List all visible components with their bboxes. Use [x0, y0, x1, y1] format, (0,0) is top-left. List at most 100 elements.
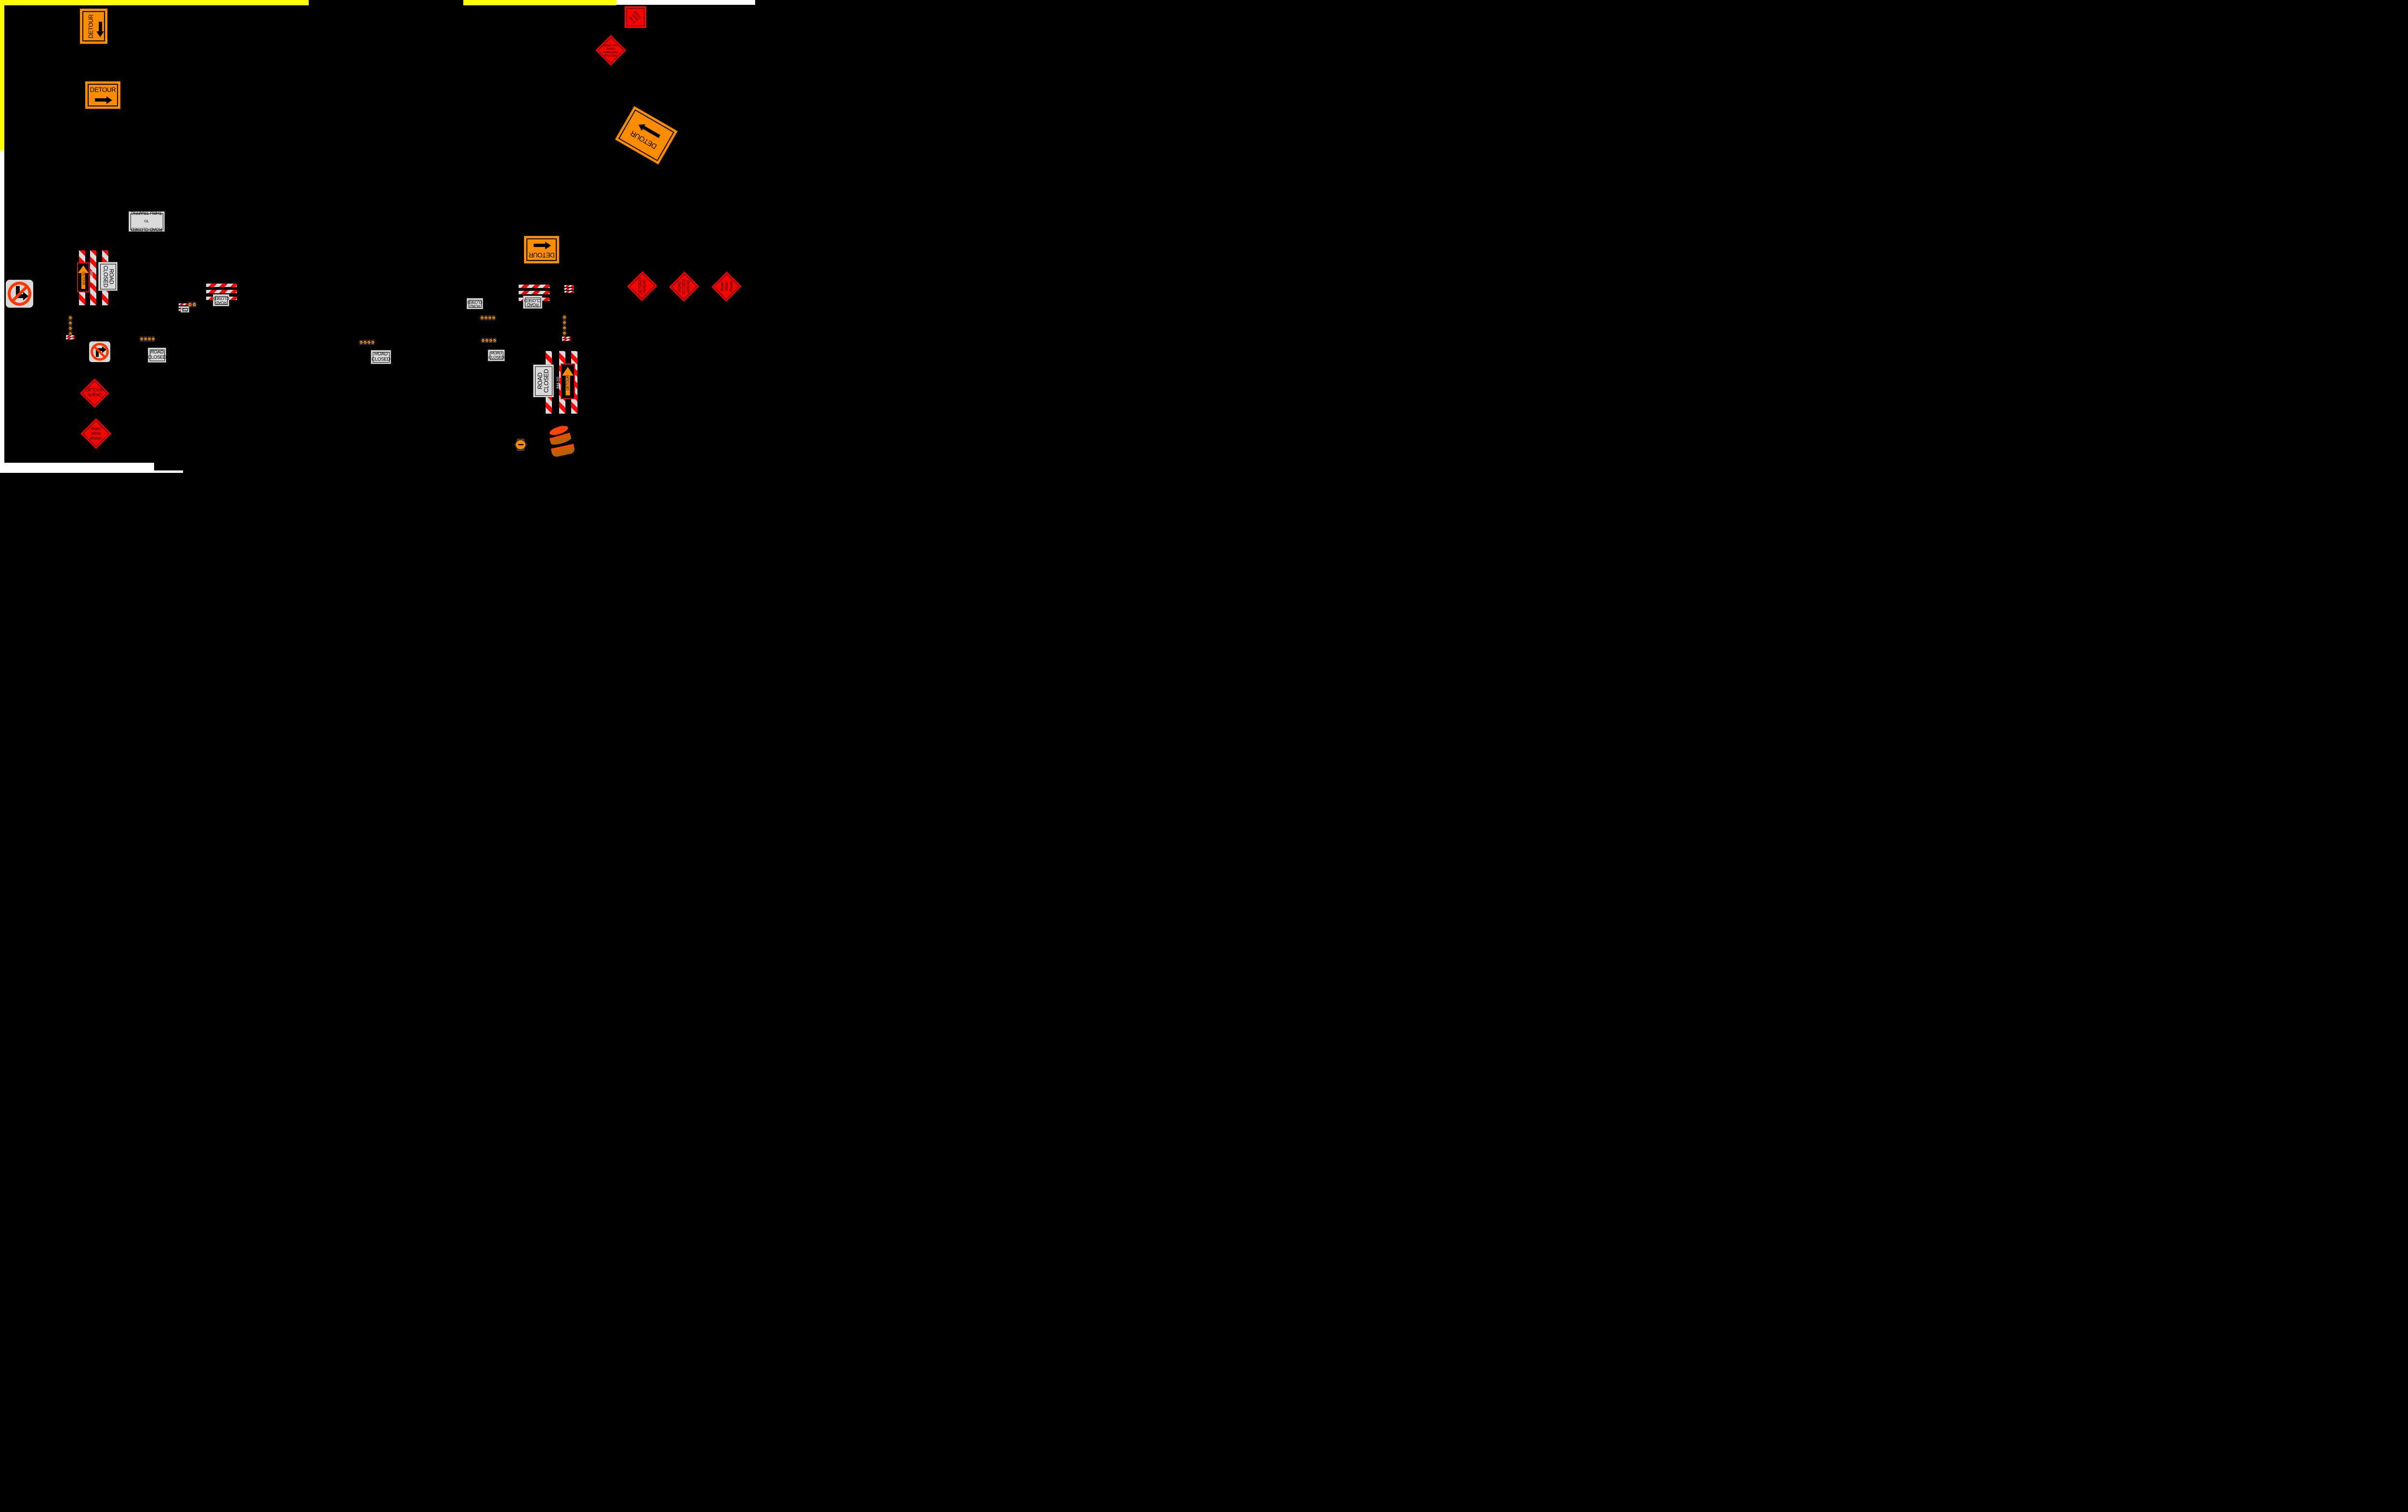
road-closed-line2: CLOSED [213, 296, 229, 301]
road-closed-line2: CLOSED [467, 300, 483, 304]
mlk-line2: West Bound [602, 50, 619, 54]
road-closed-line1: ROAD [150, 350, 164, 355]
warning-light-icon [151, 337, 156, 341]
rwa-line1: Road [91, 426, 101, 431]
no-turn-sign-west [5, 279, 34, 308]
warning-light-icon [491, 315, 496, 320]
prohibition-circle-icon [91, 343, 109, 361]
right-arrow-icon [533, 241, 545, 249]
road-closed-line1: ROAD [108, 269, 114, 284]
open-road-bottom [1, 463, 154, 473]
road-closed-thru-traffic-sign: ROAD CLOSED TO THRU TRAFFIC [129, 210, 165, 232]
detour-arrow-panel: DETOUR [77, 262, 90, 292]
detour-arrow-panel-label: DETOUR [81, 272, 85, 286]
road-closed-ahead-diamond-sign: ROAD CLOSED AHEAD [668, 271, 700, 302]
road-closed-line1: ROAD [182, 310, 188, 313]
open-road-top-right [616, 0, 755, 5]
road-closed-line2: CLOSED [488, 355, 504, 360]
warning-light-icon [492, 338, 497, 343]
warning-light-icon [562, 331, 567, 336]
road-closed-line2: CLOSED [371, 356, 391, 362]
road-closed-line2: CLOSED [102, 265, 108, 287]
detour-arrow-panel: DETOUR [561, 364, 575, 399]
road-closed-line1: ROAD [470, 303, 480, 308]
warning-light-icon [562, 326, 567, 330]
road-closed-line2: CLOSED [147, 354, 167, 360]
mini-barricade-rail [65, 337, 75, 340]
mlk-line4: Use Detour [603, 43, 618, 47]
warning-light-icon [68, 326, 73, 331]
rca-line3: AHEAD [686, 280, 691, 293]
road-closed-sign-large-left: ROAD CLOSED [98, 262, 118, 291]
m4-10-code-label: M4-10 [89, 271, 94, 283]
no-right-turn-sign [89, 341, 111, 363]
road-closed-line1: ROAD [215, 300, 227, 305]
barricade-rail [206, 283, 237, 287]
road-closed-line1: ROAD [526, 302, 539, 307]
rwa-line3: Ahead [90, 435, 102, 440]
rc-thru-line3: THRU TRAFFIC [131, 210, 162, 216]
barricade-rail [206, 289, 237, 294]
road-closed-sign-inverted: ROAD CLOSED [467, 298, 483, 309]
detour-arrow-shaft [565, 374, 570, 395]
mini-barricade-rail [562, 339, 571, 341]
warning-light-icon [562, 315, 567, 320]
detour-arrow-head [78, 265, 89, 273]
mlk-closure-diamond-sign: MLK Way West Bound Closed Use Detour [594, 34, 627, 66]
rwa-line2: Work [91, 430, 101, 436]
detour-route-top-west [0, 0, 309, 5]
road-closed-sign-small: ROAD CLOSED [488, 350, 505, 361]
right-arrow-icon [94, 95, 106, 104]
detour-arrow-shaft [81, 272, 85, 289]
warning-light-icon [562, 320, 567, 325]
down-arrow-icon [96, 21, 105, 31]
rc-thru-line2: TO [144, 219, 149, 222]
road-closed-line1: ROAD [374, 352, 388, 357]
road-closed-line1: ROAD [491, 351, 502, 356]
detour-ahead-line2: AHEAD [87, 392, 102, 398]
open-road-left [0, 151, 4, 473]
detour-ahead-diamond-sign: DETOUR AHEAD [79, 378, 110, 409]
warning-light-icon [370, 340, 375, 345]
detour-ahead-diamond-sign-east: DETOUR AHEAD [627, 270, 658, 302]
road-work-ahead-diamond-sign-east: Road Work Ahead [711, 271, 743, 302]
road-work-ahead-square-sign: Road Work Ahead [624, 6, 647, 28]
detour-arrow-panel-label: DETOUR [565, 375, 570, 391]
warning-light-icon [192, 302, 197, 307]
mlk-line3: Closed [606, 46, 615, 50]
road-closed-line2: CLOSED [181, 307, 189, 310]
detour-route-top-east [463, 0, 616, 5]
warning-light-icon-large [514, 439, 527, 451]
detour-arrow-head [562, 367, 574, 376]
road-closed-sign-small: ROAD CLOSED [147, 348, 167, 363]
detour-right-sign: DETOUR [85, 81, 120, 109]
detour-right-label: DETOUR [90, 86, 116, 93]
road-closed-line1: ROAD [537, 372, 544, 390]
traffic-control-plan: DETOUR DETOUR DETOUR DETOUR ROAD CLOSED … [0, 0, 755, 473]
road-closed-line2: CLOSED [543, 369, 550, 393]
mlk-line1: MLK Way [604, 53, 617, 57]
traffic-drum-icon [547, 424, 576, 458]
rc-thru-line1: ROAD CLOSED [131, 226, 162, 232]
warning-light-icon [68, 315, 73, 320]
detour-down-label: DETOUR [88, 14, 94, 39]
road-work-ahead-diamond-sign: Road Work Ahead [79, 417, 112, 450]
road-closed-sign-mini: ROAD CLOSED [181, 306, 189, 313]
mini-barricade-rail [564, 287, 575, 290]
road-closed-sign-small: ROAD CLOSED [371, 350, 391, 364]
detour-inverted-label: DETOUR [528, 251, 555, 259]
mini-barricade-rail [564, 285, 575, 287]
barricade-rail [90, 250, 97, 306]
detour-ahead-line2: AHEAD [641, 279, 647, 293]
detour-route-left [0, 0, 4, 151]
road-closed-sign-inverted: ROAD CLOSED [213, 294, 229, 306]
barricade-rail [518, 284, 550, 288]
barricade-rail [518, 290, 550, 295]
rwa-line3: Ahead [728, 281, 733, 292]
road-closed-sign-inverted: ROAD CLOSED [523, 296, 542, 309]
m4-10-code-label: M4-10 [556, 377, 561, 389]
detour-down-sign: DETOUR [80, 9, 107, 44]
open-road-bottom-sliver [154, 470, 183, 473]
road-closed-line2: CLOSED [524, 298, 541, 303]
mini-barricade-rail [564, 290, 575, 293]
